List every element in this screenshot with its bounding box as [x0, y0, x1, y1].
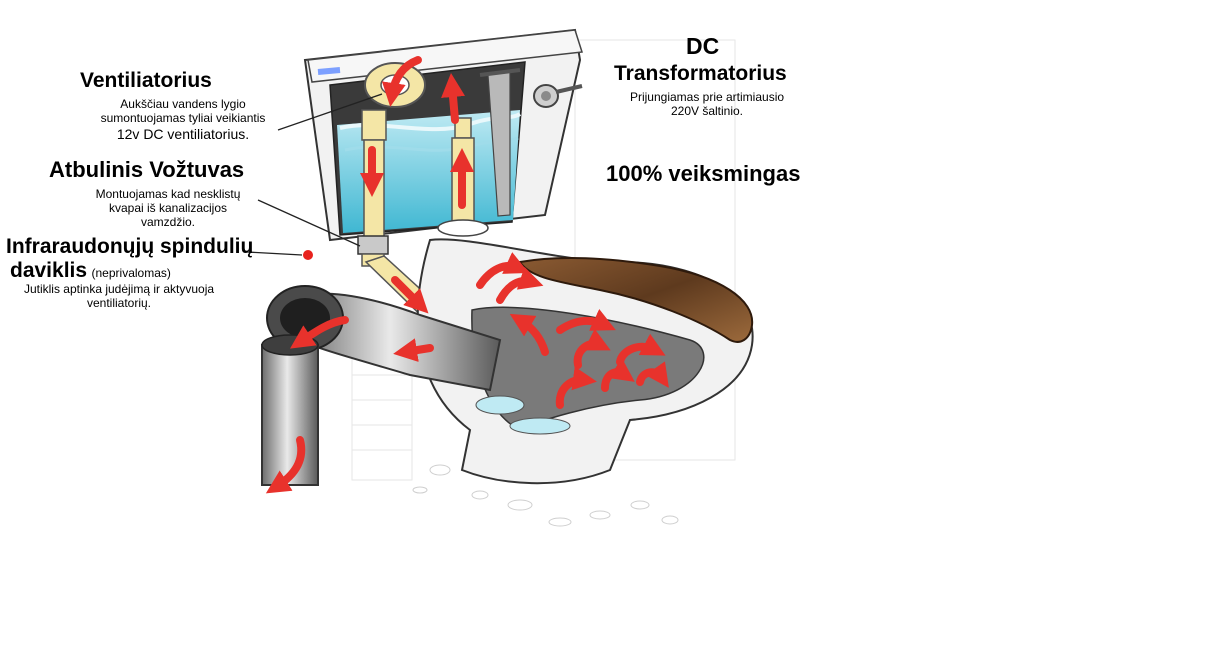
ventilator-desc-line: 12v DC ventiliatorius.	[116, 126, 250, 142]
valve-desc-line: Montuojamas kad nesklistų	[95, 187, 241, 201]
transformer-desc-line: 220V šaltinio.	[670, 104, 744, 118]
cistern-tank	[303, 28, 583, 242]
ventilator-title: Ventiliatorius	[80, 69, 212, 92]
sensor-title-line2: daviklis	[10, 259, 88, 282]
valve-desc-line: vamzdžio.	[140, 215, 196, 229]
ventilator-desc: Aukščiau vandens lygio sumontuojamas tyl…	[92, 97, 274, 141]
sensor-title-line2-wrap: daviklis (neprivalomas)	[10, 259, 171, 283]
valve-title: Atbulinis Vožtuvas	[49, 157, 245, 182]
ventilator-desc-line: sumontuojamas tyliai veikiantis	[100, 111, 266, 125]
flush-handle	[533, 84, 583, 108]
transformer-desc: Prijungiamas prie artimiausio 220V šalti…	[612, 90, 802, 118]
leader-lines	[246, 93, 383, 256]
transformer-title-line1: DC	[686, 33, 720, 59]
ventilator-desc-line: Aukščiau vandens lygio	[120, 97, 246, 111]
infrared-sensor-dot	[303, 250, 313, 260]
toilet-seat	[518, 257, 754, 343]
valve-desc: Montuojamas kad nesklistų kvapai iš kana…	[78, 187, 258, 229]
valve-desc-line: kvapai iš kanalizacijos	[108, 201, 228, 215]
floor-gravel	[412, 464, 679, 527]
sensor-desc: Jutiklis aptinka judėjimą ir aktyvuoja v…	[4, 282, 234, 310]
transformer-desc-line: Prijungiamas prie artimiausio	[629, 90, 785, 104]
airflow-arrows	[265, 56, 669, 494]
sensor-desc-line: Jutiklis aptinka judėjimą ir aktyvuoja	[23, 282, 215, 296]
transformer-title-line2: Transformatorius	[614, 62, 787, 85]
vertical-drain	[261, 334, 319, 486]
efficiency-label: 100% veiksmingas	[606, 161, 801, 186]
sensor-desc-line: ventiliatorių.	[86, 296, 152, 310]
sensor-title-line1: Infraraudonųjų spindulių	[6, 235, 254, 258]
sensor-optional: (neprivalomas)	[91, 266, 171, 280]
